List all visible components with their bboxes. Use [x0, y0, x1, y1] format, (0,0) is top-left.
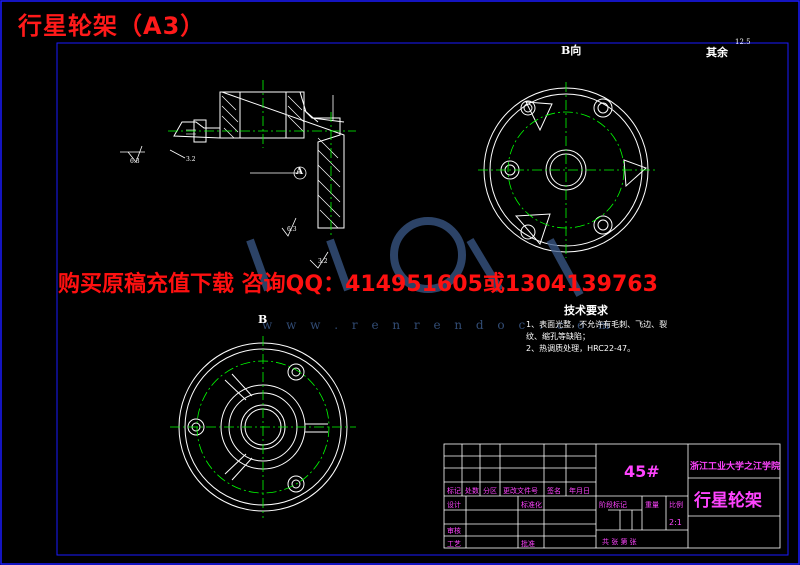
tb-label-date: 年月日 [569, 487, 590, 495]
tb-label-approve: 批准 [521, 540, 535, 548]
tb-label-sheets: 共 张 第 张 [602, 538, 637, 546]
tb-label-count: 处数 [465, 487, 479, 495]
datum-a-label: A [296, 167, 303, 177]
roughness-label-1: 6.3 [130, 158, 140, 165]
tech-req-item: 1、表面光整，不允许有毛刺、飞边、裂 [526, 320, 668, 329]
watermark-url: w w w . r e n r e n d o c . c o m [262, 318, 615, 332]
roughness-label-3: 3.2 [186, 156, 196, 163]
material-value: 45# [624, 462, 660, 481]
tech-req-title: 技术要求 [564, 304, 608, 317]
tb-label-designer: 设计 [447, 501, 461, 509]
view-b-label: B [258, 313, 268, 326]
title-block [443, 443, 781, 549]
tb-label-mark: 标记 [447, 487, 461, 495]
view-b-arrow-label: B向 [561, 44, 582, 57]
tb-label-change-doc: 更改文件号 [503, 487, 538, 495]
tb-label-stage-mark: 阶段标记 [599, 501, 627, 509]
tech-req-item: 2、热调质处理，HRC22-47。 [526, 344, 636, 353]
tb-label-review: 审核 [447, 527, 461, 535]
purchase-banner: 购买原稿充值下载 咨询QQ：414951605或1304139763 [58, 272, 658, 297]
view-b-pitch-circle [507, 111, 625, 229]
datum-a-circle [293, 166, 307, 180]
view-b2-pitch-circle [196, 360, 330, 494]
tb-label-process: 工艺 [447, 540, 461, 548]
part-name: 行星轮架 [694, 491, 762, 511]
inner-frame [56, 42, 789, 556]
roughness-label-4: 3.2 [318, 258, 328, 265]
school-name: 浙江工业大学之江学院 [690, 462, 781, 472]
tb-label-weight: 重量 [645, 501, 659, 509]
front-section-view [173, 91, 345, 229]
drawing-title: 行星轮架（A3） [18, 12, 206, 40]
rest-roughness-label: 其余 [706, 46, 728, 59]
scale-value: 2:1 [669, 518, 682, 527]
tb-label-ratio: 比例 [669, 501, 683, 509]
tb-label-signature: 签名 [547, 487, 561, 495]
tb-label-standardize: 标准化 [521, 501, 542, 509]
tb-label-zone: 分区 [483, 487, 497, 495]
watermark-logo [246, 217, 584, 297]
technical-requirements: 技术要求 1、表面光整，不允许有毛刺、飞边、裂 纹、缩孔等缺陷； 2、热调质处理… [526, 305, 667, 355]
rest-roughness-value: 12.5 [735, 38, 751, 46]
roughness-label-2: 6.3 [287, 226, 297, 233]
tech-req-item: 纹、缩孔等缺陷； [526, 332, 590, 341]
